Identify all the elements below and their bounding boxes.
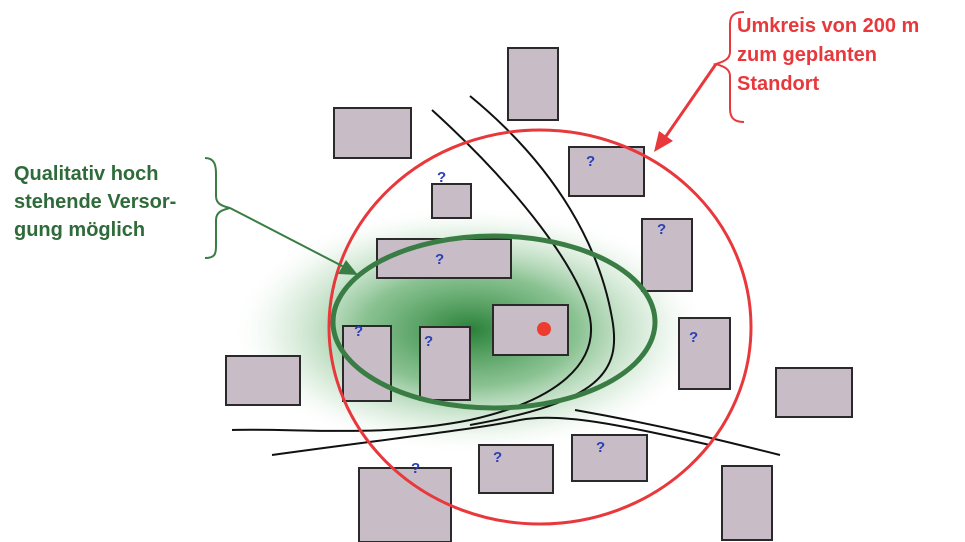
question-mark: ?	[596, 439, 605, 456]
question-mark: ?	[437, 169, 446, 186]
supply-label-line-1: Qualitativ hoch	[14, 163, 158, 185]
radius-label-line-2: zum geplanten	[737, 44, 877, 66]
question-mark: ?	[657, 221, 666, 238]
building	[333, 107, 412, 159]
question-mark: ?	[424, 333, 433, 350]
building	[571, 434, 648, 482]
supply-brace	[204, 157, 231, 259]
building	[419, 326, 471, 401]
building	[721, 465, 773, 541]
site-marker	[537, 322, 551, 336]
radius-label-line-3: Standort	[737, 73, 820, 95]
buildings	[225, 47, 853, 542]
building	[478, 444, 554, 494]
building	[775, 367, 853, 418]
radius-label-line-1: Umkreis von 200 m	[737, 15, 919, 37]
question-mark: ?	[493, 449, 502, 466]
road	[271, 416, 711, 456]
question-mark: ?	[435, 251, 444, 268]
building	[492, 304, 569, 356]
building	[225, 355, 301, 406]
building	[431, 183, 472, 219]
supply-label-line-2: stehende Versor-	[14, 191, 176, 213]
supply-zone-ellipse	[330, 233, 658, 411]
radius-arrow-line	[660, 63, 718, 143]
radius-arrowhead	[654, 131, 673, 152]
supply-annotation: Qualitativ hoch stehende Versor- gung mö…	[14, 157, 358, 275]
building	[507, 47, 559, 121]
question-mark: ?	[411, 460, 420, 477]
radius-circle	[327, 128, 753, 526]
building	[376, 238, 512, 279]
building	[641, 218, 693, 292]
road	[231, 109, 593, 432]
building	[678, 317, 731, 390]
question-marks: ? ? ? ? ? ? ? ? ? ?	[354, 153, 698, 477]
supply-label-line-3: gung möglich	[14, 219, 145, 241]
question-mark: ?	[586, 153, 595, 170]
building	[568, 146, 645, 197]
question-mark: ?	[689, 329, 698, 346]
road	[574, 409, 781, 456]
radius-annotation: Umkreis von 200 m zum geplanten Standort	[654, 11, 919, 152]
building	[358, 467, 452, 542]
supply-arrow-line	[229, 207, 347, 269]
supply-arrowhead	[338, 260, 358, 275]
question-mark: ?	[354, 323, 363, 340]
